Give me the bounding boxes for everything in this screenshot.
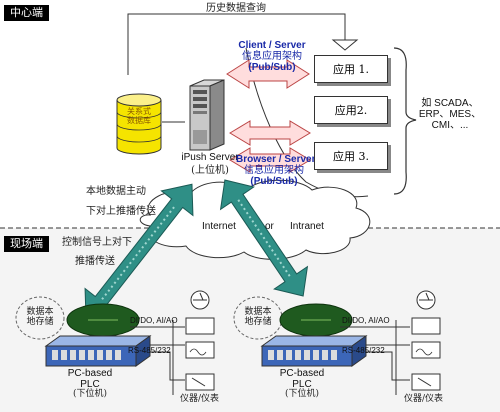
server-name: iPush Server [181, 152, 239, 163]
site-1-dio-label: DI/DO, AI/AO [130, 316, 178, 325]
database-icon [116, 93, 162, 155]
control-note-line-2: 推播传送 [75, 256, 115, 267]
app-2-box: 应用2. [314, 96, 388, 124]
internet-label: Internet [202, 221, 236, 232]
site-2-instrument-label: 仪器/仪表 [404, 394, 444, 404]
site-2-graphics [233, 290, 441, 395]
intranet-label: Intranet [290, 221, 324, 232]
site-1-instrument-label: 仪器/仪表 [180, 394, 220, 404]
center-zone-tag: 中心端 [4, 5, 49, 22]
site-2-plc-label: PC-based PLC (下位机) [279, 368, 325, 399]
push-note-line-2: 下对上推播传送 [86, 206, 156, 217]
examples-label: 如 SCADA、 ERP、MES、 CMI、... [418, 98, 482, 131]
app-3-box: 应用 3. [314, 142, 388, 170]
history-query-label: 历史数据查询 [206, 3, 266, 14]
site-1-graphics [15, 290, 215, 395]
site-2-storage-label: 数据本 地存储 [244, 307, 272, 327]
site-1-rs-label: RS-485/232 [128, 346, 171, 355]
or-label: or [265, 221, 274, 232]
site-2-rs-label: RS-485/232 [342, 346, 385, 355]
database-label: 关系式 数据库 [127, 107, 151, 125]
site-2-dio-label: DI/DO, AI/AO [342, 316, 390, 325]
server-tower-icon [189, 79, 225, 151]
app-1-box: 应用 1. [314, 55, 388, 83]
right-transfer-arrow [219, 179, 309, 297]
field-zone-tag: 现场端 [4, 236, 49, 253]
app2-link-arrow [229, 120, 311, 146]
apps-brace [393, 47, 417, 195]
server-role: (上位机) [191, 165, 229, 176]
client-server-label: Client / Server 信息应用架构 (Pub/Sub) [238, 40, 306, 73]
browser-server-arrow [229, 147, 311, 173]
client-server-arrow [226, 59, 310, 89]
control-note-line-1: 控制信号上对下 [62, 237, 132, 248]
history-query-arrowhead [331, 39, 359, 51]
push-note-line-1: 本地数据主动 [86, 186, 146, 197]
site-1-storage-label: 数据本 地存储 [26, 307, 54, 327]
browser-server-label: Browser / Server 信息应用架构 (Pub/Sub) [236, 154, 316, 187]
history-query-line [127, 13, 346, 75]
site-1-plc-label: PC-based PLC (下位机) [67, 368, 113, 399]
